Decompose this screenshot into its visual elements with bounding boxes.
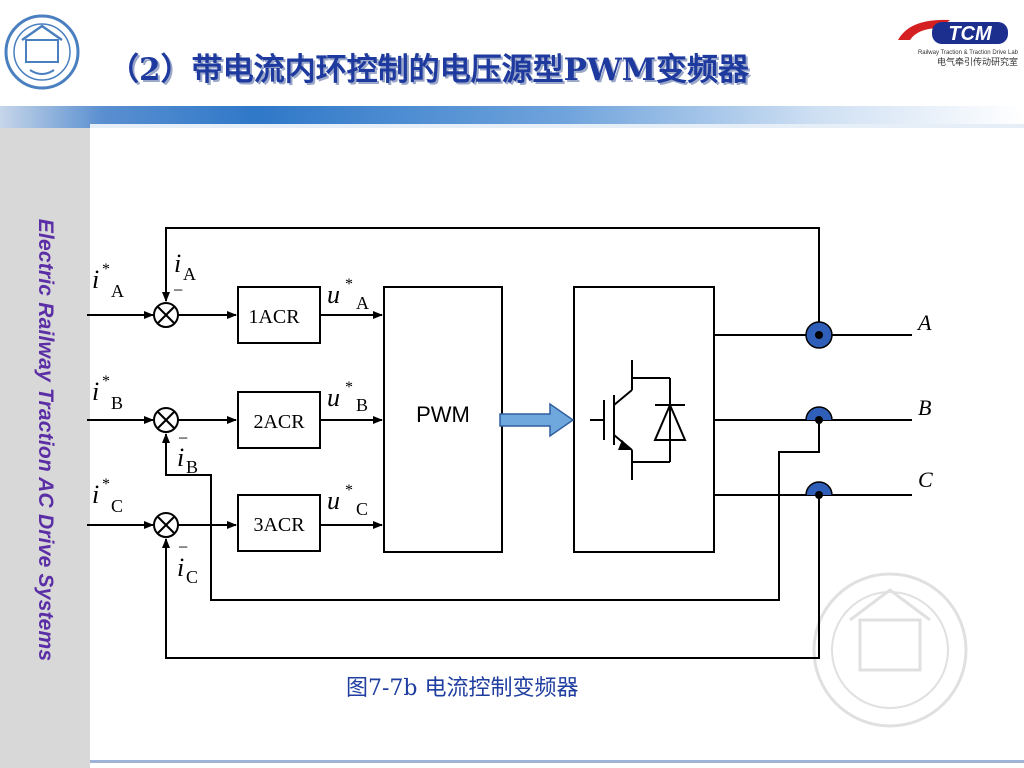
summing-junction-c <box>153 512 179 538</box>
acr-label-1: 1ACR <box>248 306 300 328</box>
university-seal-watermark <box>812 572 968 728</box>
acr-block-3 <box>237 494 321 552</box>
feedback-current-symbol-c: i <box>177 553 184 582</box>
phase-label-b: B <box>918 395 931 420</box>
bottom-rule <box>90 760 1024 763</box>
phase-label-c: C <box>918 467 933 492</box>
ref-voltage-sup-b: * <box>345 379 353 396</box>
current-sensor-b <box>805 406 833 424</box>
title-band-shadow <box>90 124 1024 128</box>
ref-voltage-symbol-a: u <box>327 280 340 309</box>
decorative-shape <box>95 700 180 768</box>
ref-voltage-sub-a: A <box>356 293 369 313</box>
summing-junction-b <box>153 407 179 433</box>
feedback-sign-b: − <box>178 428 188 448</box>
page-title: （2）带电流内环控制的电压源型PWM变频器 <box>108 52 750 88</box>
university-logo-icon <box>4 14 80 90</box>
feedback-current-sub-b: B <box>186 457 198 477</box>
sidebar <box>0 0 90 768</box>
ref-voltage-symbol-c: u <box>327 486 340 515</box>
tcm-logo-subtitle-en: Railway Traction & Traction Drive Lab <box>918 50 1019 56</box>
ref-current-sup-c: * <box>102 476 110 493</box>
ref-current-sub-c: C <box>111 496 123 516</box>
ref-current-sup-b: * <box>102 373 110 390</box>
phase-label-a: A <box>916 310 932 335</box>
ref-current-symbol-a: i <box>92 265 99 294</box>
ref-current-sup-a: * <box>102 261 110 278</box>
ref-current-sub-a: A <box>111 281 124 301</box>
feedback-current-sub-a: A <box>183 264 196 284</box>
ref-current-sub-b: B <box>111 393 123 413</box>
ref-voltage-sup-a: * <box>345 276 353 293</box>
tcm-logo-mark: TCM <box>948 23 993 45</box>
feedback-current-sub-c: C <box>186 567 198 587</box>
acr-label-3: 3ACR <box>253 514 305 536</box>
feedback-line-a <box>162 227 820 335</box>
igbt-diode-icon <box>590 360 687 480</box>
feedback-current-symbol-a: i <box>174 249 181 278</box>
ref-voltage-sub-c: C <box>356 499 368 519</box>
acr-label-2: 2ACR <box>253 411 305 433</box>
feedback-line-b <box>162 420 820 601</box>
current-sensor-c <box>805 481 833 499</box>
ref-current-symbol-c: i <box>92 480 99 509</box>
feedback-line-c <box>162 495 820 659</box>
ref-current-symbol-b: i <box>92 377 99 406</box>
pwm-label: PWM <box>416 402 470 427</box>
ref-voltage-sub-b: B <box>356 395 368 415</box>
ref-voltage-symbol-b: u <box>327 383 340 412</box>
summing-junction-a <box>153 302 179 328</box>
igbt-emitter-arrow <box>618 440 632 450</box>
tcm-logo-icon: TCM Railway Traction & Traction Drive La… <box>898 19 1019 68</box>
current-sensor-a <box>805 321 833 349</box>
tcm-logo-subtitle-cn: 电气牵引传动研究室 <box>937 56 1018 68</box>
feedback-current-symbol-b: i <box>177 443 184 472</box>
pwm-to-inverter-arrow <box>499 402 575 438</box>
tcm-logo: TCM Railway Traction & Traction Drive La… <box>890 10 1020 70</box>
feedback-sign-a: − <box>173 280 183 300</box>
figure-caption: 图7-7b 电流控制变频器 <box>346 676 579 701</box>
feedback-sign-c: − <box>178 537 188 557</box>
ref-voltage-sup-c: * <box>345 482 353 499</box>
title-band <box>0 106 1024 128</box>
sidebar-logo-area <box>0 0 90 128</box>
